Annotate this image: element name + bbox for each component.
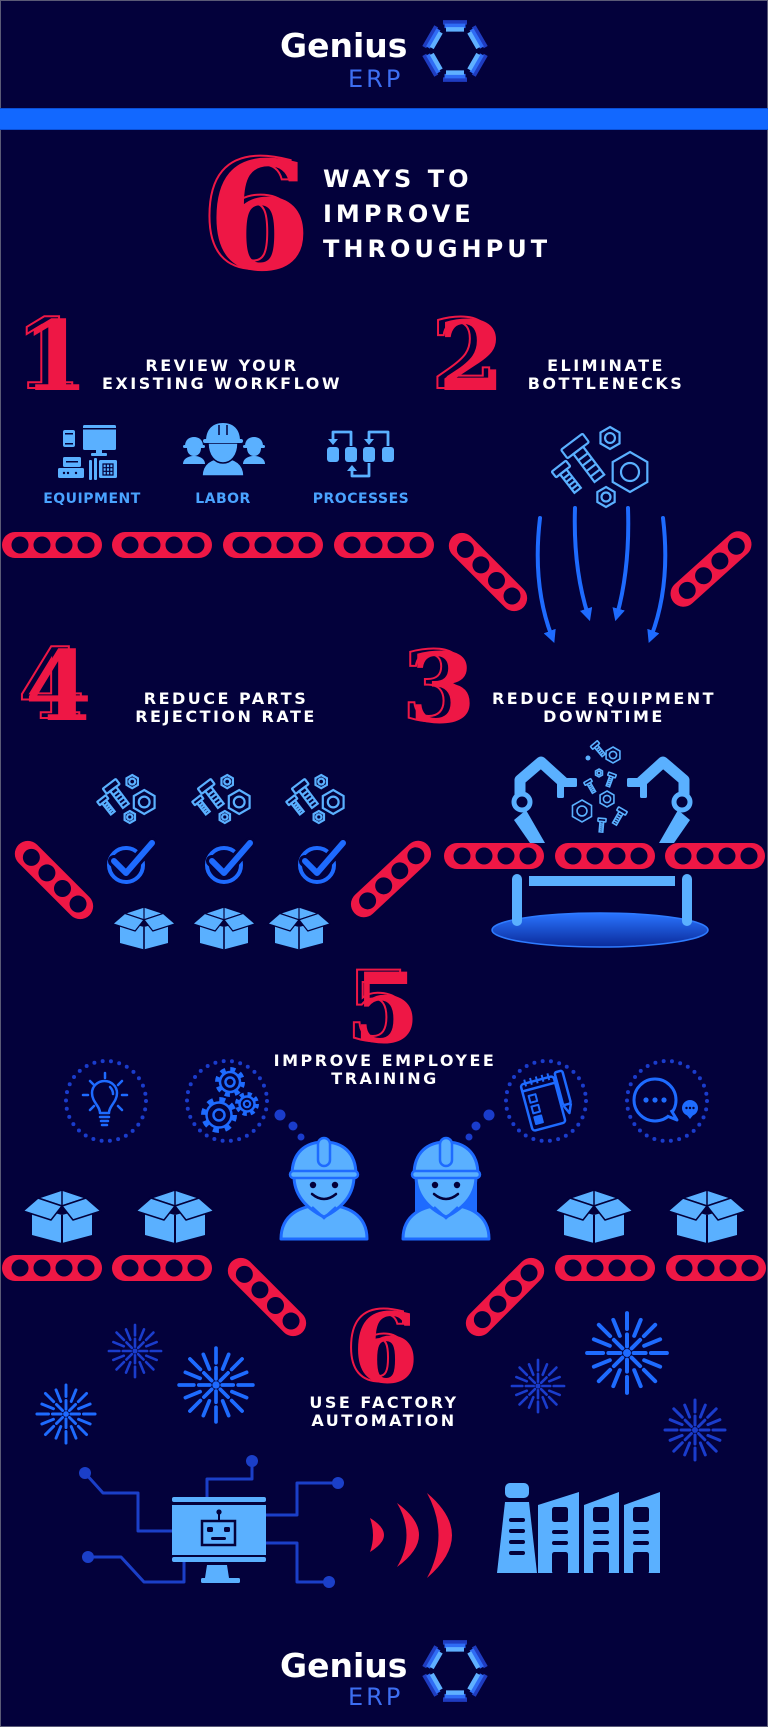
checkmark-icon xyxy=(109,843,152,882)
processes-icon xyxy=(327,430,394,478)
notepad-icon xyxy=(519,1069,573,1132)
conveyor-segment xyxy=(460,1252,550,1342)
chat-icon xyxy=(632,1077,698,1123)
conveyor-segment xyxy=(555,1255,655,1281)
box-icon xyxy=(135,1189,215,1244)
sparkle-icon xyxy=(663,1398,727,1462)
conveyor-stand-icon xyxy=(444,843,765,948)
conveyor-segment xyxy=(2,1255,102,1281)
sparkle-icon xyxy=(585,1311,669,1395)
headline-line: IMPROVE xyxy=(323,200,475,228)
headline-title: WAYS TO IMPROVE THROUGHPUT xyxy=(323,162,551,267)
conveyor-segment xyxy=(665,525,757,613)
male-worker-icon xyxy=(279,1136,369,1241)
conveyor-row-top xyxy=(2,525,757,617)
bolts-and-nuts-icon xyxy=(97,775,154,823)
box-icon xyxy=(112,906,176,951)
conveyor-segment xyxy=(444,843,544,869)
header-brand-name: Genius xyxy=(280,26,408,65)
step-2-title: ELIMINATE BOTTLENECKS xyxy=(527,356,685,393)
footer-brand-suffix: ERP xyxy=(348,1683,404,1711)
conveyor-segment xyxy=(666,1255,766,1281)
header-logo-mark xyxy=(422,22,488,79)
conveyor-segment xyxy=(555,843,655,869)
conveyor-segment xyxy=(223,532,323,558)
workers xyxy=(279,1136,491,1241)
conveyor-segment xyxy=(112,532,212,558)
step-5-title: IMPROVE EMPLOYEE TRAINING xyxy=(273,1051,497,1088)
conveyor-segment xyxy=(665,843,765,869)
checkmark-icon xyxy=(300,843,343,882)
footer-logo-mark xyxy=(422,1642,488,1699)
funnel-arrows-icon xyxy=(535,506,668,643)
gears-icon xyxy=(201,1067,259,1133)
box-icon xyxy=(667,1189,747,1244)
headline-line: WAYS TO xyxy=(323,165,473,193)
step-1-title: REVIEW YOUR EXISTING WORKFLOW xyxy=(102,356,342,393)
labor-icon xyxy=(183,423,265,477)
training-icons xyxy=(64,1059,709,1143)
robot-computer-icon xyxy=(79,1455,344,1588)
labor-label: LABOR xyxy=(195,491,251,507)
header-brand-suffix: ERP xyxy=(348,65,404,93)
hexagon-ring-logo-icon xyxy=(422,22,488,79)
checkmark-icon xyxy=(207,843,250,882)
female-worker-icon xyxy=(401,1136,491,1241)
lightbulb-icon xyxy=(81,1071,129,1127)
step-3-title: REDUCE EQUIPMENT DOWNTIME xyxy=(491,689,717,726)
box-icon xyxy=(266,906,332,951)
box-icon xyxy=(192,906,256,951)
conveyor-segment xyxy=(2,532,102,558)
bolts-and-nuts-icon xyxy=(552,427,648,507)
flying-parts xyxy=(571,740,628,833)
step-6-title: USE FACTORY AUTOMATION xyxy=(309,1393,459,1430)
hexagon-ring-logo-icon xyxy=(422,1642,488,1699)
headline-line: THROUGHPUT xyxy=(323,235,552,263)
conveyor-segment xyxy=(334,532,434,558)
conveyor-segment xyxy=(9,835,99,925)
wireless-signal-icon xyxy=(370,1493,452,1578)
processes-label: PROCESSES xyxy=(312,491,410,507)
box-icon xyxy=(22,1189,102,1244)
sparkle-icon xyxy=(35,1383,97,1445)
equipment-icon xyxy=(58,425,117,480)
box-icon xyxy=(554,1189,634,1244)
conveyor-segment xyxy=(345,835,437,923)
header-divider-bar xyxy=(0,108,768,130)
conveyor-segment xyxy=(222,1252,312,1342)
conveyor-segment xyxy=(112,1255,212,1281)
footer-brand-name: Genius xyxy=(280,1646,408,1685)
parts-inspection-line xyxy=(9,775,437,951)
step-4-title: REDUCE PARTS REJECTION RATE xyxy=(135,689,317,726)
thought-trail-dots xyxy=(274,1109,495,1141)
box-row xyxy=(22,1189,747,1244)
bolts-and-nuts-icon xyxy=(192,775,249,823)
robot-arms-icon xyxy=(511,740,693,843)
sparkle-icon xyxy=(107,1323,163,1379)
factory-icon xyxy=(497,1483,660,1574)
bolts-and-nuts-icon xyxy=(286,775,343,823)
conveyor-segment xyxy=(443,527,533,617)
equipment-label: EQUIPMENT xyxy=(43,491,141,507)
